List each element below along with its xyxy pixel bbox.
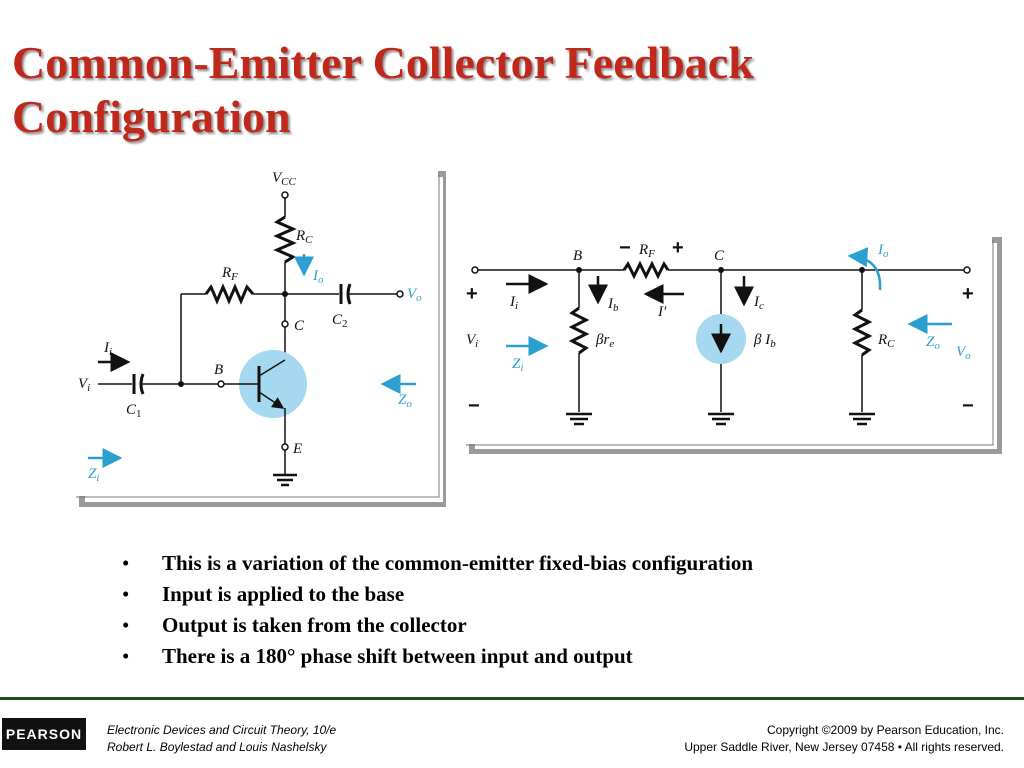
vo-label: Vo bbox=[407, 286, 422, 304]
c2-label: C2 bbox=[332, 312, 348, 330]
bullet-dot: • bbox=[122, 551, 130, 575]
ground-symbol bbox=[273, 473, 297, 487]
rc-label: RC bbox=[877, 332, 895, 350]
e-node bbox=[281, 443, 289, 451]
beta-re-resistor bbox=[568, 306, 590, 355]
vo-terminal bbox=[396, 290, 404, 298]
rf-plus-sign: + bbox=[672, 237, 684, 259]
bullet-item: •Output is taken from the collector bbox=[120, 610, 980, 641]
slide-title: Common-Emitter Collector Feedback Config… bbox=[12, 37, 754, 142]
beta-re-label: βre bbox=[595, 332, 614, 350]
io-curved-arrow bbox=[847, 247, 882, 291]
beta-ib-label: β Ib bbox=[753, 332, 776, 350]
rc-resistor bbox=[273, 215, 297, 264]
book-title: Electronic Devices and Circuit Theory, 1… bbox=[107, 723, 337, 737]
io-label: Io bbox=[312, 268, 324, 286]
vo-plus-sign: + bbox=[962, 283, 974, 305]
zi-label: Zi bbox=[512, 356, 523, 374]
re-model-equivalent-figure: B − RF + C Io + + Ii Ib βre I′ bbox=[462, 236, 1002, 454]
bullet-item: •There is a 180° phase shift between inp… bbox=[120, 641, 980, 672]
zi-label: Zi bbox=[88, 466, 99, 484]
vi-label: Vi bbox=[78, 376, 90, 394]
vo-minus-sign: − bbox=[962, 395, 974, 417]
c-node bbox=[281, 320, 289, 328]
c1-label: C1 bbox=[126, 402, 142, 420]
b-node bbox=[217, 380, 225, 388]
b-node-label: B bbox=[214, 362, 223, 378]
vcc-label: VCC bbox=[272, 170, 297, 188]
e-node-label: E bbox=[292, 441, 302, 457]
ground-symbol bbox=[708, 412, 734, 426]
copyright-line: Copyright ©2009 by Pearson Education, In… bbox=[767, 723, 1004, 737]
c-node-label: C bbox=[294, 318, 305, 334]
rights-line: Upper Saddle River, New Jersey 07458 • A… bbox=[684, 740, 1004, 754]
circuit-schematic-figure: VCC RC Io RF C2 Vo C bbox=[74, 162, 446, 507]
bullet-dot: • bbox=[122, 644, 130, 668]
figure-frame bbox=[76, 171, 446, 507]
figure-frame bbox=[466, 237, 1002, 454]
copyright-notice: Copyright ©2009 by Pearson Education, In… bbox=[684, 722, 1004, 756]
vi-label: Vi bbox=[466, 332, 478, 350]
rc-resistor bbox=[851, 308, 873, 357]
zo-label: Zo bbox=[398, 392, 412, 410]
zo-label: Zo bbox=[926, 334, 940, 352]
ii-label: Ii bbox=[509, 294, 518, 312]
book-citation: Electronic Devices and Circuit Theory, 1… bbox=[107, 722, 336, 756]
vcc-terminal bbox=[281, 191, 289, 199]
vi-terminal bbox=[471, 266, 479, 274]
rc-label: RC bbox=[295, 228, 313, 246]
rf-resistor bbox=[622, 260, 670, 280]
rf-resistor bbox=[204, 283, 255, 305]
ib-label: Ib bbox=[607, 296, 619, 314]
rf-label: RF bbox=[638, 242, 655, 260]
ii-label: Ii bbox=[103, 340, 112, 358]
vi-minus-sign: − bbox=[468, 395, 480, 417]
ground-symbol bbox=[566, 412, 592, 426]
vi-plus-sign: + bbox=[466, 283, 478, 305]
bullet-dot: • bbox=[122, 582, 130, 606]
iprime-label: I′ bbox=[657, 304, 667, 320]
vo-label: Vo bbox=[956, 344, 971, 362]
book-authors: Robert L. Boylestad and Louis Nashelsky bbox=[107, 740, 327, 754]
rf-label: RF bbox=[221, 265, 238, 283]
bullet-item: •This is a variation of the common-emitt… bbox=[120, 548, 980, 579]
rf-minus-sign: − bbox=[619, 237, 631, 259]
bullet-list: •This is a variation of the common-emitt… bbox=[120, 548, 980, 672]
ground-symbol bbox=[849, 412, 875, 426]
io-label: Io bbox=[877, 242, 889, 260]
bullet-dot: • bbox=[122, 613, 130, 637]
pearson-logo: PEARSON bbox=[2, 718, 86, 750]
ic-label: Ic bbox=[753, 294, 764, 312]
vo-terminal bbox=[963, 266, 971, 274]
footer-divider bbox=[0, 697, 1024, 700]
c-node-label: C bbox=[714, 248, 725, 264]
bullet-item: •Input is applied to the base bbox=[120, 579, 980, 610]
b-node-label: B bbox=[573, 248, 582, 264]
